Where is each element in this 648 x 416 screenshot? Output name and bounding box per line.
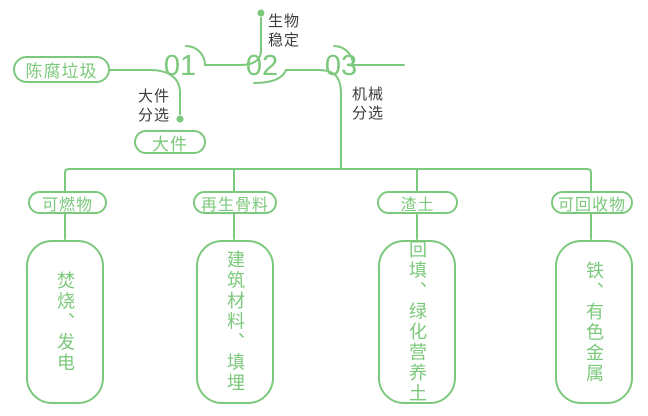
step-number-01: 01 [163,50,197,82]
label-mechanical-sorting: 机械 分选 [352,86,385,122]
detail-box-slag-soil: 回填、绿化营养土 [378,240,456,404]
label-bio-stabilization: 生物 稳定 [268,13,301,49]
detail-text-combustibles: 焚烧、发电 [55,270,75,374]
detail-box-recycled-aggregate: 建筑材料、填埋 [196,240,274,404]
detail-text-recyclables: 铁、有色金属 [584,260,604,384]
label-bulky-sorting: 大件 分选 [138,88,171,124]
category-pill-recycled-aggregate: 再生骨料 [193,191,277,214]
distribution-bar [64,168,592,194]
flow-line-step03-out [333,45,405,66]
detail-text-slag-soil: 回填、绿化营养土 [407,240,427,404]
bulky-items-pill: 大件 [134,130,206,154]
junction-dot-bulky [176,115,184,123]
category-pill-combustibles: 可燃物 [28,191,107,214]
step-number-03: 03 [324,50,358,82]
category-pill-slag-soil: 渣土 [377,191,458,214]
flow-line-step02-to-step03 [253,69,342,169]
category-pill-recyclables: 可回收物 [551,191,633,214]
detail-box-combustibles: 焚烧、发电 [26,240,104,404]
step-number-02: 02 [245,50,279,82]
flow-line-source-to-step01 [109,69,181,115]
flow-line-step01-to-step02 [185,17,262,66]
source-pill: 陈腐垃圾 [13,56,110,83]
detail-box-recyclables: 铁、有色金属 [555,240,633,404]
detail-text-recycled-aggregate: 建筑材料、填埋 [225,250,245,394]
junction-dot-bio [257,9,265,17]
